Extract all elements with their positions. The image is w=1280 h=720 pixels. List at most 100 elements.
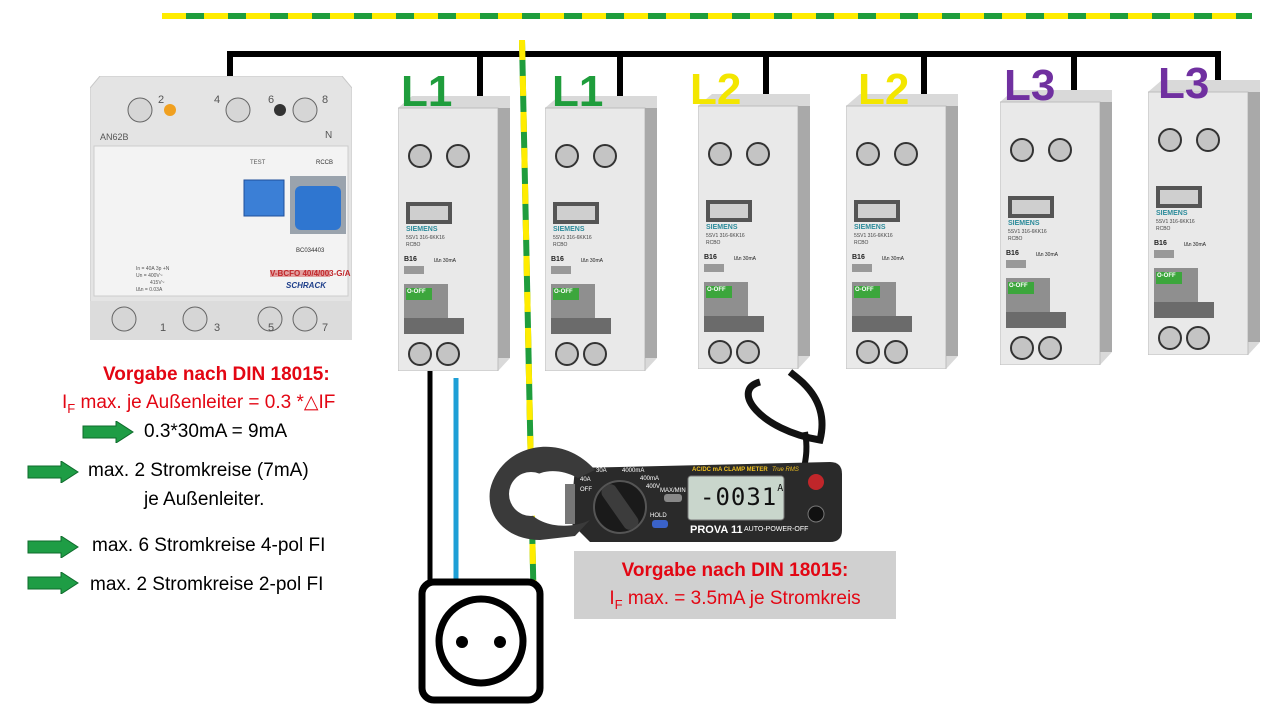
breaker-brand: SIEMENS (1008, 220, 1040, 227)
breaker-type: RCBO (553, 242, 568, 248)
formula-rest: max. je Außenleiter = 0.3 *△IF (75, 392, 336, 413)
formula-line: IF max. je Außenleiter = 0.3 *△IF (62, 391, 335, 416)
breaker-switch-label: O-OFF (407, 289, 426, 295)
breaker-sensitivity: IΔn 30mA (1184, 242, 1206, 248)
breaker-sensitivity: IΔn 30mA (1036, 252, 1058, 258)
breaker-sensitivity: IΔn 30mA (434, 258, 456, 264)
din-box-prefix: I (609, 588, 615, 609)
meter-range-1: 30A (596, 468, 607, 474)
rcd-terminal-3: 3 (214, 322, 221, 334)
meter-true-rms: True RMS (772, 467, 799, 473)
breaker-brand: SIEMENS (706, 224, 738, 231)
meter-range-3: 400mA (640, 476, 660, 482)
breaker-brand: SIEMENS (1156, 210, 1188, 217)
arrow-icon (27, 572, 79, 594)
breaker-model: 5SV1 316-6KK16 (854, 233, 893, 239)
formula-sub: F (67, 400, 76, 416)
item3-line: max. 2 Stromkreise 2-pol FI (90, 574, 324, 595)
breaker-rating: B16 (1154, 240, 1167, 247)
rcd-brand: SCHRACK (286, 281, 326, 290)
item1-line2: je Außenleiter. (144, 489, 265, 510)
breaker-sensitivity: IΔn 30mA (581, 258, 603, 264)
formula-prefix: I (62, 392, 68, 413)
meter-range-4: 400V (646, 484, 661, 490)
meter-display: -0031A (700, 483, 784, 511)
calc-line: 0.3*30mA = 9mA (144, 421, 288, 442)
meter-hold: HOLD (650, 513, 667, 519)
rcd-rating-1: In = 40A 3p +N (136, 266, 170, 272)
arrow-icon (82, 421, 134, 443)
rcd-terminal-n: N (325, 130, 333, 141)
rcd-terminal-5: 5 (268, 322, 275, 334)
din-box-rest: max. = 3.5mA je Stromkreis (622, 588, 861, 609)
breaker-brand: SIEMENS (553, 226, 585, 233)
meter-display-value: -0031 (700, 483, 778, 511)
phase-label-5: L3 (1004, 61, 1056, 110)
phase-label-3: L2 (690, 65, 742, 114)
rcd-terminal-7: 7 (322, 322, 329, 334)
breaker-switch-label: O-OFF (855, 287, 874, 293)
arrow-icon (27, 461, 79, 483)
breaker-rating: B16 (404, 256, 417, 263)
rcd-code: BC034403 (296, 248, 325, 254)
breaker-model: 5SV1 316-6KK16 (706, 233, 745, 239)
meter-model: PROVA 11 (690, 524, 743, 536)
breaker-type: RCBO (1008, 236, 1023, 242)
clamp-meter (489, 369, 842, 542)
rcd-terminal-6: 6 (268, 94, 275, 106)
rcd-type: V-BCFO 40/4/003-G/A (270, 269, 351, 278)
breaker-model: 5SV1 316-6KK16 (1008, 229, 1047, 235)
rcd-rating-2: Un = 400V~ (136, 273, 163, 279)
breaker-switch-label: O-OFF (707, 287, 726, 293)
phase-bus (227, 51, 1221, 100)
breaker-type: RCBO (854, 240, 869, 246)
rcd-test-label: TEST (250, 160, 266, 166)
arrow-icon (27, 536, 79, 558)
din-box-formula: IF max. = 3.5mA je Stromkreis (574, 588, 896, 612)
socket-outlet (418, 578, 544, 704)
breaker-rating: B16 (1006, 250, 1019, 257)
rcd-terminal-2: 2 (158, 94, 165, 106)
breaker-type: RCBO (1156, 226, 1171, 232)
rcd-terminal-8: 8 (322, 94, 329, 106)
meter-range-2: 4000mA (622, 468, 645, 474)
breaker-brand: SIEMENS (406, 226, 438, 233)
rcd-rating-3: 415V~ (150, 280, 165, 286)
meter-display-unit: A (777, 483, 785, 494)
rcd-model: AN62B (100, 132, 129, 142)
meter-title: AC/DC mA CLAMP METER (692, 467, 768, 473)
breaker-switch-label: O-OFF (1157, 273, 1176, 279)
breaker-sensitivity: IΔn 30mA (734, 256, 756, 262)
item1-line1: max. 2 Stromkreise (7mA) (88, 460, 309, 481)
breaker-switch-label: O-OFF (1009, 283, 1028, 289)
din-box-heading: Vorgabe nach DIN 18015: (621, 560, 849, 581)
breaker-sensitivity: IΔn 30mA (882, 256, 904, 262)
breaker-model: 5SV1 316-6KK16 (553, 235, 592, 241)
phase-label-6: L3 (1158, 59, 1210, 108)
phase-label-2: L1 (552, 67, 604, 116)
breaker-switch-label: O-OFF (554, 289, 573, 295)
din-requirement-box: Vorgabe nach DIN 18015: IF max. = 3.5mA … (574, 551, 896, 619)
phase-label-1: L1 (401, 67, 453, 116)
rcd-rating-4: IΔn = 0.03A (136, 287, 163, 293)
meter-auto-off: AUTO-POWER-OFF (744, 526, 809, 533)
din-box-sub: F (614, 596, 623, 612)
phase-label-4: L2 (858, 65, 910, 114)
rcd-device (89, 75, 353, 341)
meter-range-5: 40A (580, 477, 591, 483)
din-heading-left: Vorgabe nach DIN 18015: (103, 364, 330, 385)
rcd-rccb-label: RCCB (316, 160, 334, 166)
breaker-model: 5SV1 316-6KK16 (1156, 219, 1195, 225)
breaker-rating: B16 (852, 254, 865, 261)
meter-max-min: MAX/MIN (660, 488, 686, 494)
item2-line: max. 6 Stromkreise 4-pol FI (92, 535, 326, 556)
rcd-terminal-1: 1 (160, 322, 167, 334)
breaker-brand: SIEMENS (854, 224, 886, 231)
